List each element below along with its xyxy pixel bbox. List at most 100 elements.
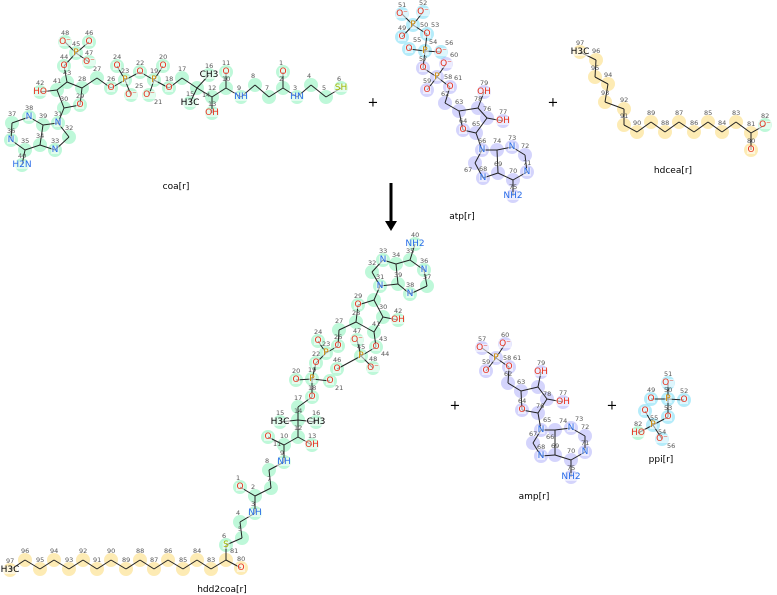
atom-number: 61	[454, 74, 462, 82]
atom-number: 92	[620, 96, 628, 104]
atom-number: 73	[508, 134, 516, 142]
atom-number: 43	[379, 335, 387, 343]
plus-sign: +	[547, 95, 559, 111]
atom-number: 63	[455, 98, 463, 106]
atom-number: 49	[398, 24, 406, 32]
atom-number: 69	[551, 442, 559, 450]
atom-number: 29	[354, 292, 362, 300]
bond	[373, 299, 384, 318]
molecule-name-amp: amp[r]	[518, 492, 550, 502]
atom-label-bg	[306, 418, 326, 426]
atom-label-bg	[409, 21, 417, 29]
atom-number: 47	[85, 49, 93, 57]
atom-number: 39	[394, 271, 402, 279]
atom-label-bg	[54, 119, 62, 127]
atom-number: 12	[294, 424, 302, 432]
atom-number: 90	[107, 547, 115, 555]
atom-number: 48	[369, 355, 377, 363]
atom-ppi-53-label: O	[664, 412, 671, 422]
atom-label-bg	[570, 48, 590, 56]
atom-number: 20	[159, 53, 167, 61]
atom-number: 44	[60, 53, 68, 61]
atom-number: 50	[664, 386, 672, 394]
atom-number: 56	[445, 39, 453, 47]
atom-number: 4	[307, 72, 311, 80]
atom-label-bg	[434, 48, 448, 56]
atom-number: 51	[664, 370, 672, 378]
atom-label-bg	[235, 483, 245, 491]
atom-label-bg	[180, 99, 200, 107]
atom-coa-15-label: H3C	[181, 98, 200, 108]
atom-label-bg	[478, 146, 486, 154]
atom-label-bg	[32, 88, 48, 96]
atom-number: 18	[308, 384, 316, 392]
atom-label-bg	[661, 379, 675, 387]
atom-amp-61-label: O	[505, 362, 512, 372]
molecule-name-hdcea: hdcea[r]	[653, 166, 693, 176]
atom-coa-45-label: P	[73, 48, 79, 58]
atom-label-bg	[357, 352, 365, 360]
atom-number: 13	[308, 432, 316, 440]
atom-label-bg	[390, 316, 406, 324]
atom-number: 81	[747, 120, 755, 128]
atom-number: 15	[186, 90, 194, 98]
atom-hdd2coa-23-label: P	[323, 348, 329, 358]
atom-number: 64	[518, 397, 526, 405]
atom-number: 31	[54, 110, 62, 118]
atom-label-bg	[646, 395, 656, 403]
atom-number: 87	[675, 109, 683, 117]
atom-hdd2coa-47-label: O⁻	[351, 335, 363, 345]
atom-hdd2coa-1-label: O	[236, 482, 243, 492]
atom-hdd2coa-26-label: O	[334, 341, 341, 351]
atom-number: 53	[664, 404, 672, 412]
atom-label-bg	[311, 359, 321, 367]
atom-coa-1-label: O	[279, 67, 286, 77]
atom-number: 35	[21, 137, 29, 145]
atom-label-bg	[353, 301, 363, 309]
molecule-name-atp: atp[r]	[449, 212, 475, 222]
atom-label-bg	[334, 84, 348, 92]
bond	[268, 87, 284, 98]
bond	[81, 77, 98, 89]
atom-amp-75-label: NH2	[561, 472, 580, 482]
atom-hdd2coa-48-label: O⁻	[367, 363, 379, 373]
atom-label-bg	[502, 192, 524, 200]
atom-atp-55-label: O	[405, 44, 412, 54]
atom-label-bg	[649, 421, 657, 429]
atom-number: 32	[368, 259, 376, 267]
atom-label-bg	[51, 146, 59, 154]
atom-label-bg	[397, 33, 407, 41]
atom-number: 55	[650, 414, 658, 422]
atom-number: 6	[222, 532, 226, 540]
atom-number: 68	[479, 165, 487, 173]
atom-number: 77	[559, 389, 567, 397]
atom-label-bg	[758, 121, 772, 129]
atom-label-bg	[508, 143, 516, 151]
atom-number: 21	[154, 98, 162, 106]
bond	[182, 559, 198, 570]
atom-number: 93	[65, 556, 73, 564]
atom-label-bg	[537, 452, 545, 460]
atom-label-bg	[112, 62, 122, 70]
atom-coa-44-label: O	[60, 61, 67, 71]
atom-hdd2coa-97-label: H3C	[1, 565, 20, 575]
bond	[554, 454, 572, 461]
atom-coa-48-label: O⁻	[59, 37, 71, 47]
bond	[196, 559, 212, 570]
bond	[604, 101, 625, 110]
atom-label-bg	[135, 68, 145, 76]
atom-number: 38	[25, 104, 33, 112]
atom-coa-18-label: O	[165, 83, 172, 93]
atom-number: 10	[222, 75, 230, 83]
atom-amp-59-label: O	[482, 366, 489, 376]
atom-number: 61	[513, 354, 521, 362]
atom-number: 97	[576, 39, 584, 47]
molecule-name-hdd2coa: hdd2coa[r]	[197, 585, 247, 595]
molecule-name-ppi: ppi[r]	[648, 455, 674, 465]
atom-number: 14	[294, 407, 302, 415]
atom-label-bg	[376, 282, 384, 290]
atom-hdd2coa-29-label: O	[354, 300, 361, 310]
atom-label-bg	[82, 58, 96, 66]
atom-atp-77-label: OH	[496, 116, 510, 126]
atom-number: 57	[419, 55, 427, 63]
